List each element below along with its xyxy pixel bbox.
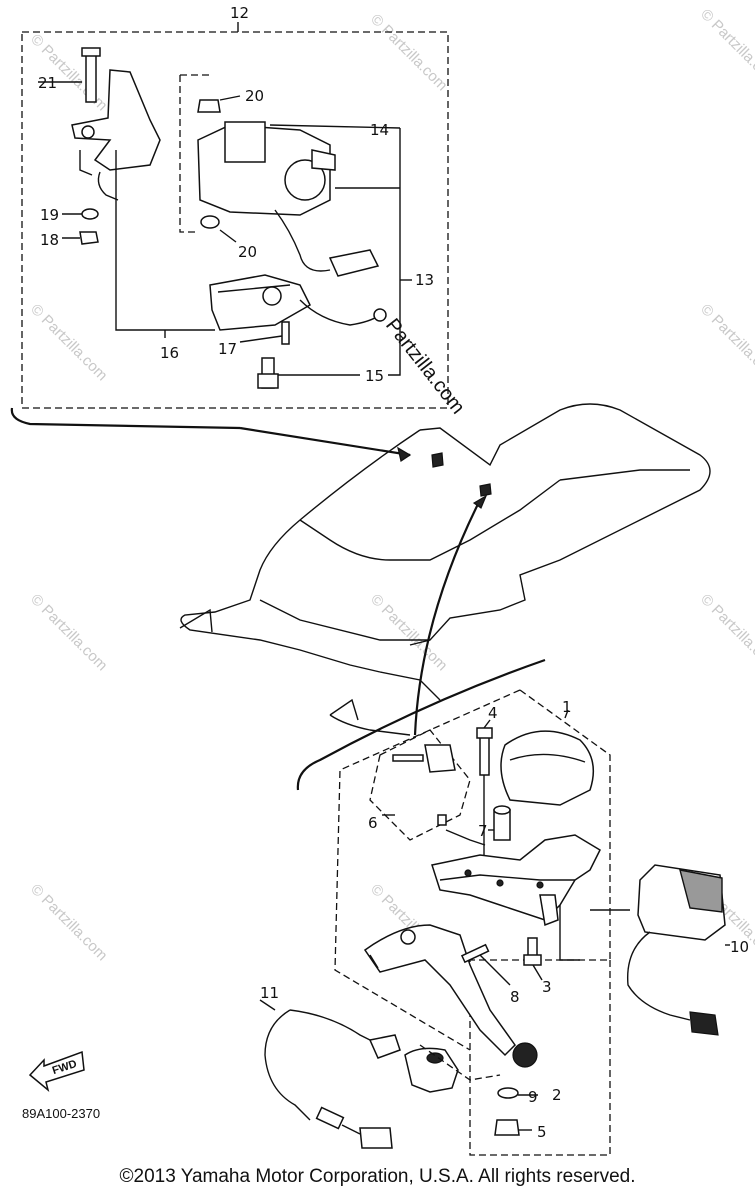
callout-5: 5 [537,1123,547,1141]
callout-3: 3 [542,978,552,996]
callout-7: 7 [478,822,488,840]
watermark: © Partzilla.com [27,591,110,674]
parts-diagram: © Partzilla.com © Partzilla.com © Partzi… [10,4,755,1156]
snowmobile-outline [179,403,711,736]
watermark: © Partzilla.com [697,6,755,89]
callout-10: 10 [730,938,749,956]
callout-20: 20 [245,87,264,105]
callout-4: 4 [488,704,498,722]
callout-19: 19 [40,206,59,224]
callout-2: 2 [552,1086,562,1104]
watermark: © Partzilla.com [27,881,110,964]
relay-unit [626,864,730,1036]
callout-15: 15 [365,367,384,385]
switch-assembly-inset [10,22,449,462]
watermark: © Partzilla.com [697,301,755,384]
callouts-bottom: 1 4 6 7 10 11 8 3 2 9 5 [260,698,749,1141]
callout-11: 11 [260,984,279,1002]
callout-13: 13 [415,271,434,289]
watermark: © Partzilla.com [27,301,110,384]
brake-lever-assembly [259,689,630,1156]
callout-18: 18 [40,231,59,249]
callouts-top: 12 21 20 14 19 18 20 13 16 17 15 [38,4,434,385]
callout-9: 9 [528,1088,538,1106]
handlebar-curve [296,658,546,791]
watermark: © Partzilla.com [27,31,110,114]
callout-20: 20 [238,243,257,261]
callout-12: 12 [230,4,249,22]
brand-watermark: Partzilla.com [381,315,469,419]
callout-8: 8 [510,988,520,1006]
callout-16: 16 [160,344,179,362]
copyright-notice: ©2013 Yamaha Motor Corporation, U.S.A. A… [119,1166,636,1187]
watermark: © Partzilla.com [697,591,755,674]
diagram-code: 89A100-2370 [22,1106,100,1121]
callout-21: 21 [38,74,57,92]
callout-1: 1 [562,698,572,716]
callout-6: 6 [368,814,378,832]
callout-14: 14 [370,121,389,139]
watermark: © Partzilla.com [367,11,450,94]
fwd-arrow-icon: FWD [28,1050,85,1093]
callout-17: 17 [218,340,237,358]
